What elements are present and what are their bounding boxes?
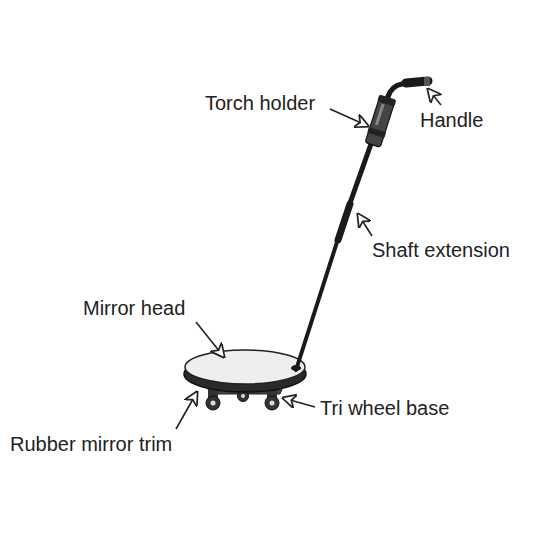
part-label: Handle xyxy=(420,108,483,132)
part-label: Torch holder xyxy=(205,91,315,115)
part-label: Rubber mirror trim xyxy=(10,432,172,456)
handle xyxy=(388,77,430,97)
torch-holder xyxy=(364,94,396,147)
part-label: Mirror head xyxy=(83,296,185,320)
part-label: Tri wheel base xyxy=(320,396,449,420)
mirror-head xyxy=(185,350,305,384)
part-label: Shaft extension xyxy=(372,238,510,262)
